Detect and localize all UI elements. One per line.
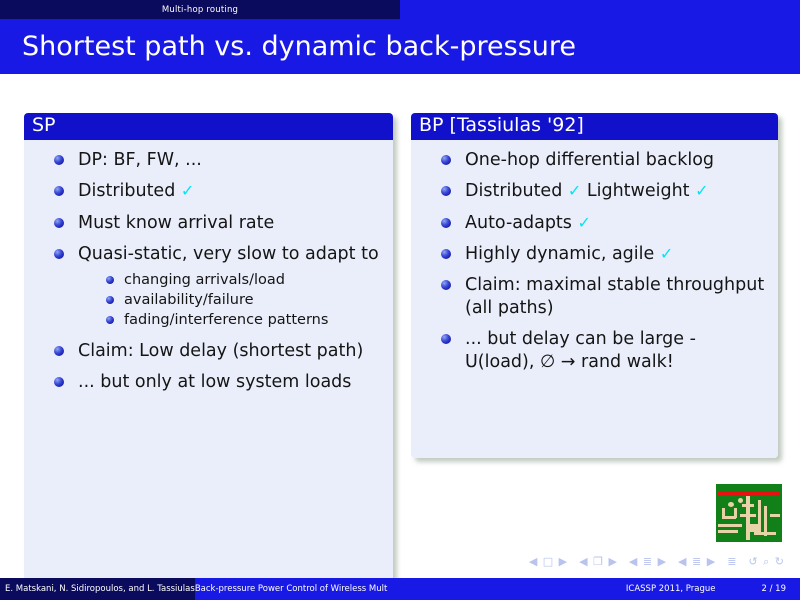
bullet-ball-icon <box>441 334 451 345</box>
nav-first-frame-icon[interactable]: ◀ □ ▶ <box>528 554 569 568</box>
list-item: DP: BF, FW, ... <box>52 149 383 171</box>
list-item: availability/failure <box>104 291 383 310</box>
block-sp-list: DP: BF, FW, ... Distributed ✓ Must know … <box>30 149 383 394</box>
list-item: fading/interference patterns <box>104 311 383 330</box>
bullet-ball-icon <box>54 345 64 356</box>
checkmark-icon: ✓ <box>180 181 195 201</box>
bullet-ball-icon <box>106 296 114 305</box>
nav-section-current[interactable]: Multi-hop routing <box>0 0 400 19</box>
logo-trace <box>746 496 750 540</box>
bullet-ball-icon <box>54 186 64 197</box>
list-item-text: Claim: Low delay (shortest path) <box>78 340 364 361</box>
bullet-ball-icon <box>106 276 114 285</box>
logo-trace <box>728 502 734 507</box>
list-item-text: One-hop differential backlog <box>465 149 715 170</box>
list-item-text: ... but only at low system loads <box>78 372 352 393</box>
block-sp-title: SP <box>24 113 393 140</box>
logo-red-bar <box>718 491 780 496</box>
nav-prev-section-icon[interactable]: ◀ ≣ ▶ <box>678 554 717 568</box>
logo-trace <box>770 514 780 517</box>
bullet-ball-icon <box>441 249 451 260</box>
bullet-ball-icon <box>441 217 451 228</box>
list-item-text: DP: BF, FW, ... <box>78 149 202 170</box>
list-item: Claim: maximal stable throughput (all pa… <box>439 274 768 319</box>
checkmark-icon: ✓ <box>659 244 674 264</box>
slide-footer: E. Matskani, N. Sidiropoulos, and L. Tas… <box>0 578 800 600</box>
list-item: Quasi-static, very slow to adapt to chan… <box>52 243 383 330</box>
footer-paper-title: Back-pressure Power Control of Wireless … <box>194 578 394 600</box>
list-item-text: Auto-adapts <box>465 212 578 233</box>
bullet-ball-icon <box>106 316 114 325</box>
logo-trace <box>742 504 754 507</box>
list-item: Claim: Low delay (shortest path) <box>52 340 383 362</box>
bullet-ball-icon <box>441 186 451 197</box>
logo-trace <box>718 530 738 533</box>
list-item: Must know arrival rate <box>52 212 383 234</box>
block-bp: BP [Tassiulas '92] One-hop differential … <box>411 113 778 458</box>
list-item-text: Distributed <box>78 181 181 202</box>
list-item-text: Highly dynamic, agile <box>465 244 660 265</box>
nav-section-label: Multi-hop routing <box>161 4 239 15</box>
nav-back-find-forward-icon[interactable]: ↺ ⌕ ↻ <box>748 554 785 568</box>
page-title: Shortest path vs. dynamic back-pressure <box>22 31 577 62</box>
navigation-strip: Multi-hop routing <box>0 0 800 19</box>
list-item: Auto-adapts ✓ <box>439 212 768 234</box>
footer-venue: ICASSP 2011, Prague <box>625 584 716 594</box>
bullet-ball-icon <box>54 249 64 260</box>
bullet-ball-icon <box>441 280 451 291</box>
list-item: ... but only at low system loads <box>52 371 383 393</box>
nav-doc-icon[interactable]: ≣ <box>727 554 738 568</box>
footer-authors: E. Matskani, N. Sidiropoulos, and L. Tas… <box>0 578 195 600</box>
checkmark-icon: ✓ <box>577 212 591 232</box>
logo-trace <box>722 508 725 518</box>
logo-trace <box>764 506 767 536</box>
bullet-ball-icon <box>54 154 64 165</box>
logo-trace <box>758 500 761 534</box>
list-item-text: Must know arrival rate <box>78 212 275 233</box>
list-item-text: changing arrivals/load <box>124 272 285 289</box>
list-item: One-hop differential backlog <box>439 149 768 171</box>
list-item: Distributed ✓ Lightweight ✓ <box>439 180 768 202</box>
logo-trace <box>754 532 776 535</box>
block-sp-sublist: changing arrivals/load availability/fail… <box>78 271 383 330</box>
checkmark-icon: ✓ <box>567 181 582 201</box>
block-bp-title: BP [Tassiulas '92] <box>411 113 778 140</box>
footer-right-group: ICASSP 2011, Prague 2 / 19 <box>626 584 800 594</box>
list-item: ... but delay can be large - U(load), ∅ … <box>439 328 768 373</box>
list-item-text: fading/interference patterns <box>124 312 329 329</box>
beamer-navigation-symbols[interactable]: ◀ □ ▶ ◀ ❐ ▶ ◀ ≣ ▶ ◀ ≣ ▶ ≣ ↺ ⌕ ↻ <box>500 553 785 569</box>
logo-trace <box>718 524 742 527</box>
block-sp: SP DP: BF, FW, ... Distributed ✓ Must kn… <box>24 113 393 593</box>
nav-prev-frame-icon[interactable]: ◀ ❐ ▶ <box>579 554 618 568</box>
list-item-text-2: Lightweight <box>581 181 696 202</box>
footer-page-number: 2 / 19 <box>761 584 787 594</box>
list-item-text: availability/failure <box>124 292 254 309</box>
bullet-ball-icon <box>54 217 64 228</box>
logo-trace <box>738 498 743 503</box>
bullet-ball-icon <box>441 154 451 165</box>
block-sp-body: DP: BF, FW, ... Distributed ✓ Must know … <box>24 139 393 593</box>
logo-trace <box>750 524 758 532</box>
list-item: Highly dynamic, agile ✓ <box>439 243 768 265</box>
list-item: changing arrivals/load <box>104 271 383 290</box>
list-item-text: Distributed <box>465 181 568 202</box>
logo-trace <box>740 514 756 517</box>
block-bp-list: One-hop differential backlog Distributed… <box>417 149 768 373</box>
checkmark-icon: ✓ <box>695 181 709 201</box>
nav-prev-subsection-icon[interactable]: ◀ ≣ ▶ <box>628 554 668 568</box>
list-item-text: Claim: maximal stable throughput (all pa… <box>465 275 765 318</box>
logo-trace <box>734 508 737 518</box>
logo-trace <box>722 516 736 519</box>
list-item-text: ... but delay can be large - U(load), ∅ … <box>465 329 696 372</box>
circuit-board-logo <box>716 484 782 542</box>
bullet-ball-icon <box>54 377 64 388</box>
list-item: Distributed ✓ <box>52 180 383 202</box>
block-bp-body: One-hop differential backlog Distributed… <box>411 139 778 458</box>
list-item-text: Quasi-static, very slow to adapt to <box>78 244 379 265</box>
slide-title-bar: Shortest path vs. dynamic back-pressure <box>0 19 800 74</box>
